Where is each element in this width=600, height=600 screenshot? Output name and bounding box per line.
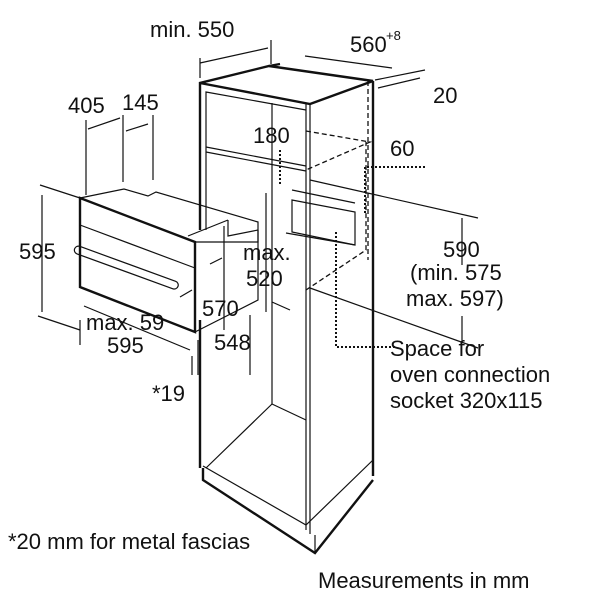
socket-note-line-2: oven connection	[390, 362, 550, 387]
socket-note: Space for oven connection socket 320x115	[390, 336, 550, 413]
oven-body-width-label: 548	[214, 330, 251, 355]
oven-height-label: 595	[19, 239, 56, 264]
oven-handle	[73, 245, 179, 290]
side-gap-label: 20	[433, 83, 457, 108]
units-note: Measurements in mm	[318, 568, 530, 593]
niche-width-tolerance: +8	[386, 28, 401, 43]
niche-height-label: 590	[443, 237, 480, 262]
handle-depth-label: max. 59	[86, 310, 164, 335]
cabinet-depth-label: min. 550	[150, 17, 234, 42]
fascia-thickness-label: *19	[152, 381, 185, 406]
niche-height-max-label: max. 597)	[406, 286, 504, 311]
footnote: *20 mm for metal fascias	[8, 529, 250, 554]
dimension-lines	[37, 40, 479, 375]
oven-depth-body-label: 405	[68, 93, 105, 118]
oven	[73, 188, 259, 334]
inner-depth-label: max.	[243, 240, 291, 265]
oven-width-label: 595	[107, 333, 144, 358]
vent-depth-label: 180	[253, 123, 290, 148]
inner-depth-value: 520	[246, 266, 283, 291]
socket-note-line-1: Space for	[390, 336, 484, 361]
niche-width-label: 560	[350, 32, 387, 57]
oven-depth-top-label: 145	[122, 90, 159, 115]
niche-height-min-label: (min. 575	[410, 260, 502, 285]
cabinet	[198, 62, 425, 555]
socket-note-line-3: socket 320x115	[390, 388, 542, 413]
oven-body-height-label: 570	[202, 296, 239, 321]
socket-offset-label: 60	[390, 136, 414, 161]
